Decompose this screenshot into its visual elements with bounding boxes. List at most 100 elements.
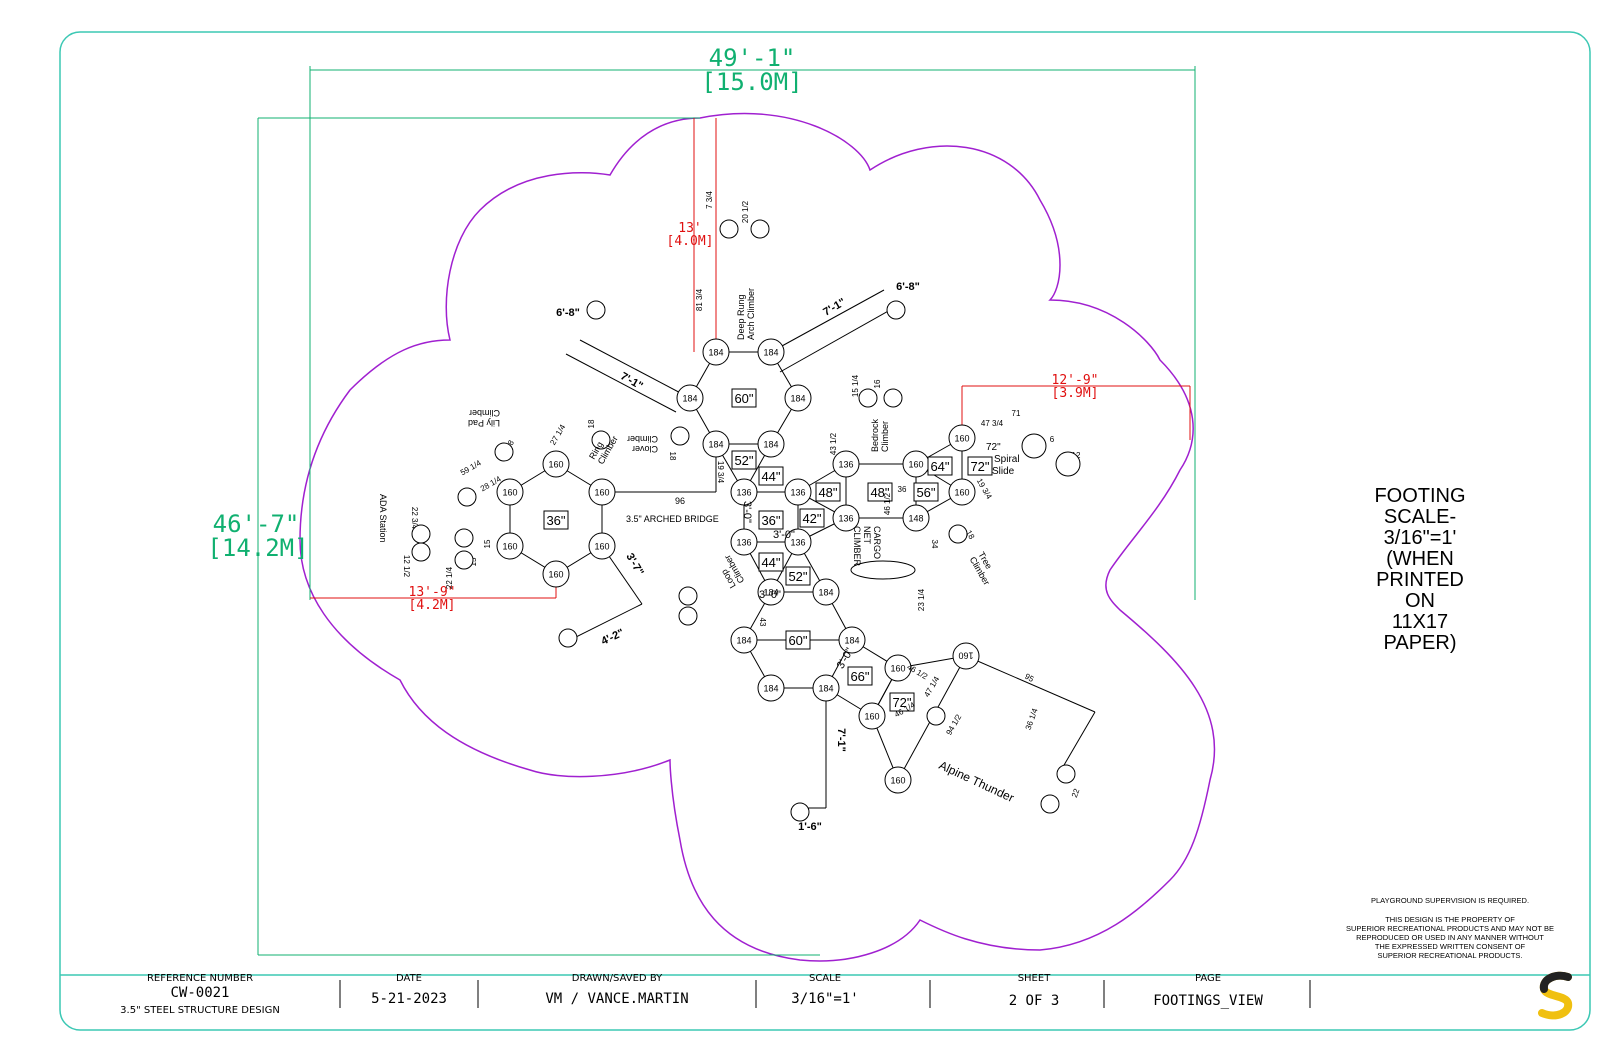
- post-value: 136: [790, 538, 805, 548]
- small-dimension: 22 3/4: [410, 507, 419, 530]
- deck-height-box: 72": [967, 456, 993, 476]
- svg-text:Climber: Climber: [880, 421, 890, 452]
- deck-height-box: 72": [889, 692, 915, 712]
- small-dimension: 27 1/4: [548, 422, 567, 446]
- svg-text:NET: NET: [862, 526, 872, 545]
- small-dimension: 18: [587, 419, 596, 428]
- scale-value: 3/16"=1': [791, 991, 858, 1007]
- post-value: 136: [838, 514, 853, 524]
- svg-text:Spiral: Spiral: [994, 454, 1020, 465]
- svg-text:Climber: Climber: [627, 434, 658, 444]
- svg-text:Clover: Clover: [632, 444, 658, 454]
- dimension-label: 96: [675, 496, 685, 506]
- svg-text:12'-9": 12'-9": [1052, 373, 1099, 388]
- deck-height-value: 72": [970, 459, 989, 474]
- svg-text:SCALE-: SCALE-: [1384, 506, 1456, 528]
- svg-text:SUPERIOR RECREATIONAL PRODUCTS: SUPERIOR RECREATIONAL PRODUCTS.: [1377, 951, 1522, 960]
- post-footing: 184: [757, 578, 785, 606]
- dims-layer: 7'-1"7'-1"6'-8"6'-8"3'-7"4'-2"7'-1"1'-6"…: [556, 281, 920, 833]
- dimension-label: 7'-1": [821, 296, 848, 318]
- post-value: 184: [708, 440, 723, 450]
- post-footing: 136: [832, 504, 860, 532]
- post-value: 184: [790, 394, 805, 404]
- dimension-label: 3'-0": [773, 529, 795, 541]
- post-value: 136: [838, 460, 853, 470]
- svg-text:PRINTED: PRINTED: [1376, 569, 1464, 591]
- small-dimension: 6: [1050, 435, 1055, 444]
- sheet-border: [59, 31, 1591, 1031]
- post-value: 160: [548, 570, 563, 580]
- post-value: 160: [864, 712, 879, 722]
- dimension-label: 7'-1": [835, 728, 847, 752]
- post-footing: 184: [702, 430, 730, 458]
- post-footing: 136: [730, 528, 758, 556]
- deck-height-value: 48": [818, 485, 837, 500]
- dimension-label: 7'-1": [618, 370, 645, 392]
- svg-text:Deep Rung: Deep Rung: [736, 294, 746, 340]
- svg-text:Arch Climber: Arch Climber: [746, 288, 756, 340]
- post-footing: 136: [784, 528, 812, 556]
- overall-height-m: [14.2M]: [207, 534, 308, 562]
- svg-text:ON: ON: [1405, 590, 1435, 612]
- post-footing: 160: [902, 450, 930, 478]
- post-value: 160: [890, 776, 905, 786]
- sheet-label: SHEET: [1018, 973, 1052, 984]
- deck-height-value: 44": [761, 469, 780, 484]
- small-dimension: 36: [898, 485, 907, 494]
- svg-text:Climber: Climber: [469, 408, 500, 418]
- deck-height-value: 36": [546, 513, 565, 528]
- svg-text:[4.0M]: [4.0M]: [667, 234, 714, 249]
- page-label: PAGE: [1195, 973, 1221, 984]
- deck-height-value: 42": [802, 511, 821, 526]
- decks-layer: 60"52"44"36"42"48"48"64"56"72"36"44"52"6…: [543, 388, 993, 712]
- deck-height-box: 56": [913, 482, 939, 502]
- title-block: REFERENCE NUMBER CW-0021 3.5" STEEL STRU…: [120, 973, 1311, 1016]
- deck-height-value: 72": [892, 695, 911, 710]
- post-footing: 184: [676, 384, 704, 412]
- deck-height-box: 48": [867, 482, 893, 502]
- small-dimension: 36 1/4: [1024, 707, 1040, 731]
- small-dimension: 12 1/2: [402, 555, 411, 578]
- post-footing: 160: [858, 702, 886, 730]
- small-dimension: 34: [930, 540, 939, 549]
- post-value: 160: [958, 651, 973, 661]
- post-footing: 184: [812, 578, 840, 606]
- svg-text:72": 72": [986, 442, 1001, 453]
- component-labels: 3.5" ARCHED BRIDGE Deep Rung Arch Climbe…: [378, 288, 1020, 805]
- deck-height-value: 56": [916, 485, 935, 500]
- post-value: 184: [736, 636, 751, 646]
- post-value: 160: [594, 488, 609, 498]
- deck-height-box: 60": [731, 388, 757, 408]
- dimension-label: 1'-6": [798, 821, 822, 833]
- svg-text:[3.9M]: [3.9M]: [1052, 386, 1099, 401]
- deck-height-box: 66": [847, 666, 873, 686]
- post-value: 184: [763, 348, 778, 358]
- dimension-label: 4'-2": [599, 627, 626, 648]
- bridge-label: 3.5" ARCHED BRIDGE: [626, 514, 719, 524]
- deck-height-value: 60": [788, 633, 807, 648]
- post-value: 184: [818, 684, 833, 694]
- sheet-value: 2 OF 3: [1009, 993, 1060, 1009]
- svg-text:REPRODUCED OR USED IN ANY MANN: REPRODUCED OR USED IN ANY MANNER WITHOUT: [1356, 933, 1544, 942]
- legal-notes: PLAYGROUND SUPERVISION IS REQUIRED. THIS…: [1346, 896, 1554, 960]
- svg-text:PLAYGROUND SUPERVISION IS REQU: PLAYGROUND SUPERVISION IS REQUIRED.: [1371, 896, 1529, 905]
- small-dimension: 15: [469, 557, 478, 566]
- component-circles: [411, 219, 1081, 822]
- post-value: 136: [736, 488, 751, 498]
- date-value: 5-21-2023: [371, 991, 447, 1007]
- small-dimension: 22: [1070, 787, 1082, 799]
- small-dimension: 20 1/2: [741, 200, 750, 223]
- post-footing: 160: [496, 532, 524, 560]
- small-dimension: 43 1/2: [829, 432, 838, 455]
- post-footing: 184: [757, 338, 785, 366]
- post-value: 136: [736, 538, 751, 548]
- svg-text:3/16"=1': 3/16"=1': [1384, 527, 1457, 549]
- post-value: 160: [502, 542, 517, 552]
- deck-height-value: 64": [930, 459, 949, 474]
- svg-text:CARGO: CARGO: [872, 526, 882, 559]
- post-value: 184: [844, 636, 859, 646]
- svg-text:Bedrock: Bedrock: [870, 418, 880, 452]
- deck-height-value: 52": [788, 569, 807, 584]
